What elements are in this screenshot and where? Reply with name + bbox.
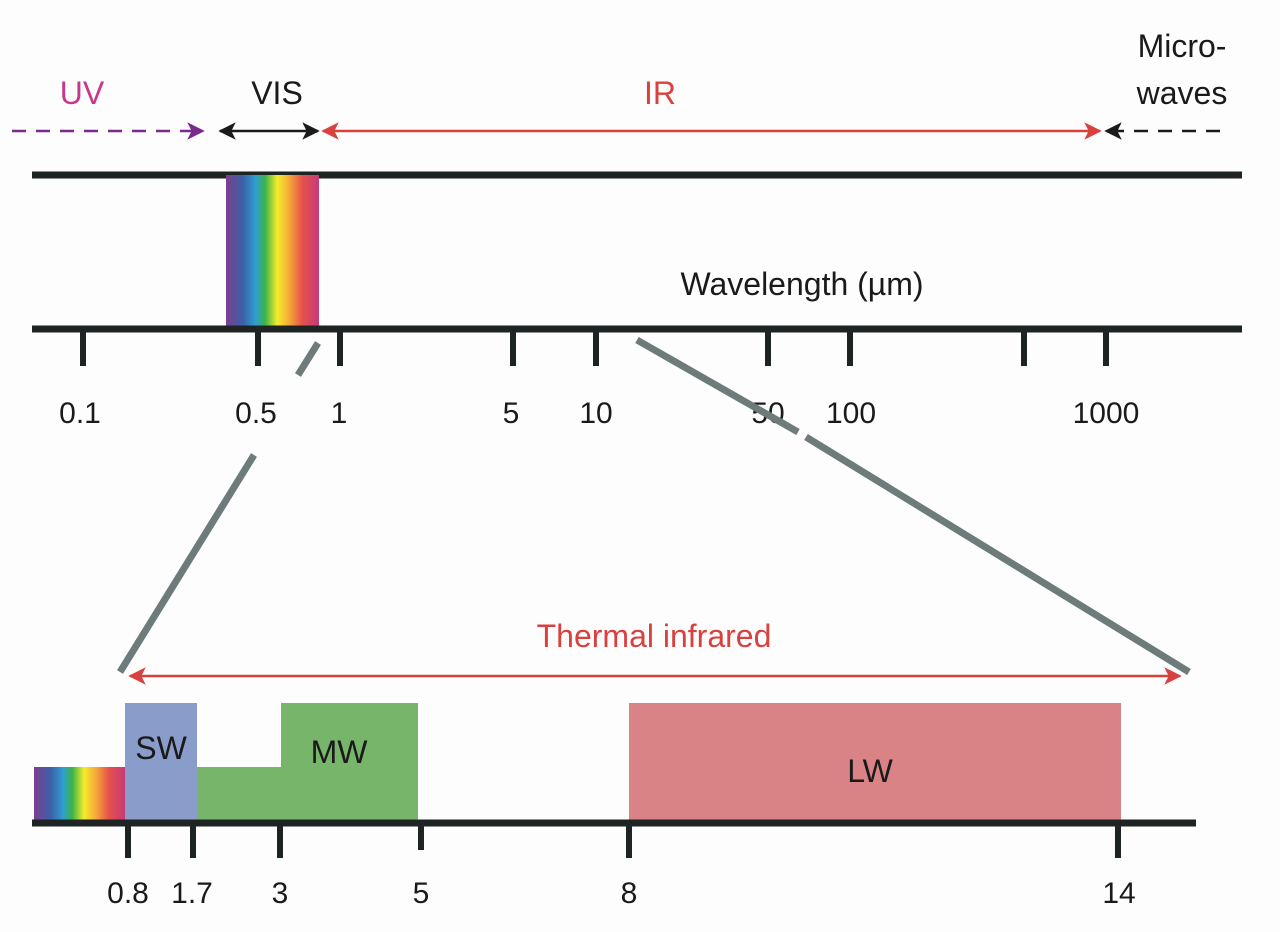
lw-band xyxy=(629,703,1121,823)
visible-spectrum-swatch-small xyxy=(34,767,125,823)
vis-label: VIS xyxy=(251,75,303,111)
mw-label: MW xyxy=(311,734,369,770)
top-tick-label: 1 xyxy=(331,397,348,430)
bottom-tick-labels: 0.8 1.7 3 5 8 14 xyxy=(107,877,1136,910)
mw-band-low xyxy=(197,767,281,823)
bottom-tick-label: 3 xyxy=(272,877,289,910)
thermal-infrared-label: Thermal infrared xyxy=(537,618,772,654)
microwaves-label-line1: Micro- xyxy=(1138,28,1227,64)
top-tick-label: 1000 xyxy=(1073,397,1140,430)
top-tick-labels: 0.1 0.5 1 5 10 50 100 1000 xyxy=(59,397,1139,430)
top-tick-label: 0.5 xyxy=(235,397,277,430)
top-tick-label: 100 xyxy=(826,397,876,430)
zoom-connector-right xyxy=(635,336,1191,675)
sw-label: SW xyxy=(135,730,187,766)
top-tick-label: 5 xyxy=(503,397,520,430)
bottom-tick-label: 14 xyxy=(1102,877,1135,910)
uv-label: UV xyxy=(60,75,105,111)
bottom-tick-label: 1.7 xyxy=(171,877,213,910)
visible-spectrum-swatch xyxy=(226,175,319,327)
ir-label: IR xyxy=(644,75,676,111)
top-tick-label: 10 xyxy=(579,397,612,430)
bottom-tick-label: 8 xyxy=(621,877,638,910)
bottom-axis-ticks xyxy=(125,823,1121,858)
top-axis-ticks xyxy=(80,329,1109,366)
sw-band xyxy=(125,703,197,823)
wavelength-axis-label: Wavelength (µm) xyxy=(680,266,923,302)
lw-label: LW xyxy=(847,753,893,789)
zoom-connector-left xyxy=(117,341,321,674)
microwaves-label-line2: waves xyxy=(1136,75,1228,111)
bottom-tick-label: 0.8 xyxy=(107,877,149,910)
mw-band xyxy=(281,703,418,823)
bottom-tick-label: 5 xyxy=(413,877,430,910)
top-tick-label: 0.1 xyxy=(59,397,101,430)
